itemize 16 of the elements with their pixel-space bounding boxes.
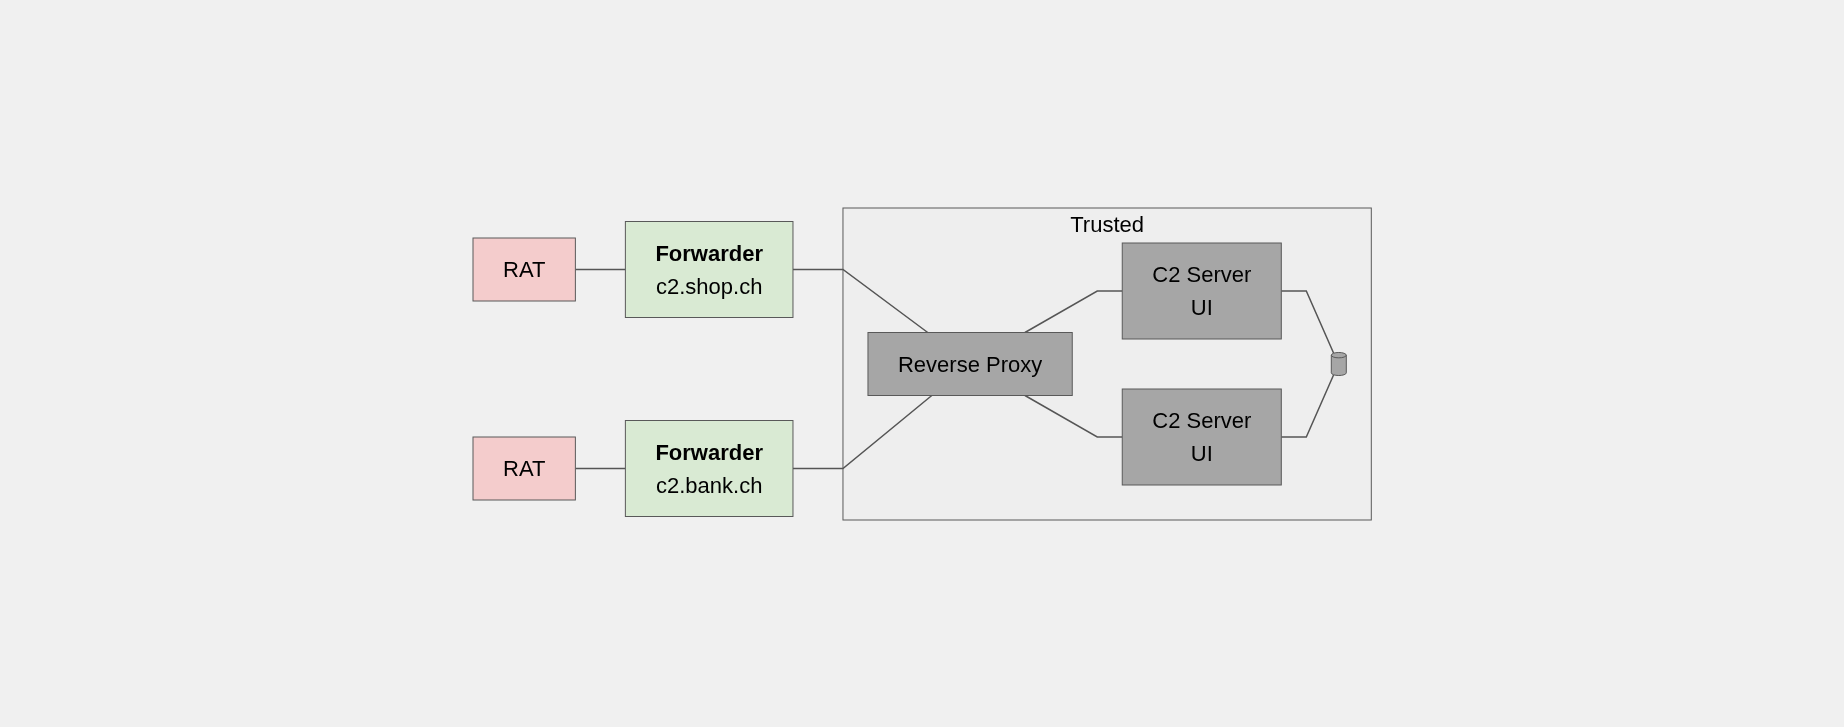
node-box: Forwarder c2.bank.ch — [624, 419, 794, 517]
connector — [1280, 373, 1335, 438]
connector — [1024, 289, 1123, 333]
node-box: Forwarder c2.shop.ch — [624, 220, 794, 318]
node-box: Reverse Proxy — [867, 331, 1073, 396]
connector — [1280, 289, 1335, 354]
connector — [792, 394, 933, 469]
connector — [574, 268, 626, 270]
node-cylinder — [1330, 351, 1347, 376]
connector — [574, 467, 626, 469]
node-box: RAT — [472, 436, 576, 500]
node-box: C2 Server UI — [1121, 242, 1282, 339]
connector — [792, 268, 929, 333]
connector — [1024, 394, 1123, 438]
node-box: C2 Server UI — [1121, 388, 1282, 485]
node-box: RAT — [472, 237, 576, 301]
